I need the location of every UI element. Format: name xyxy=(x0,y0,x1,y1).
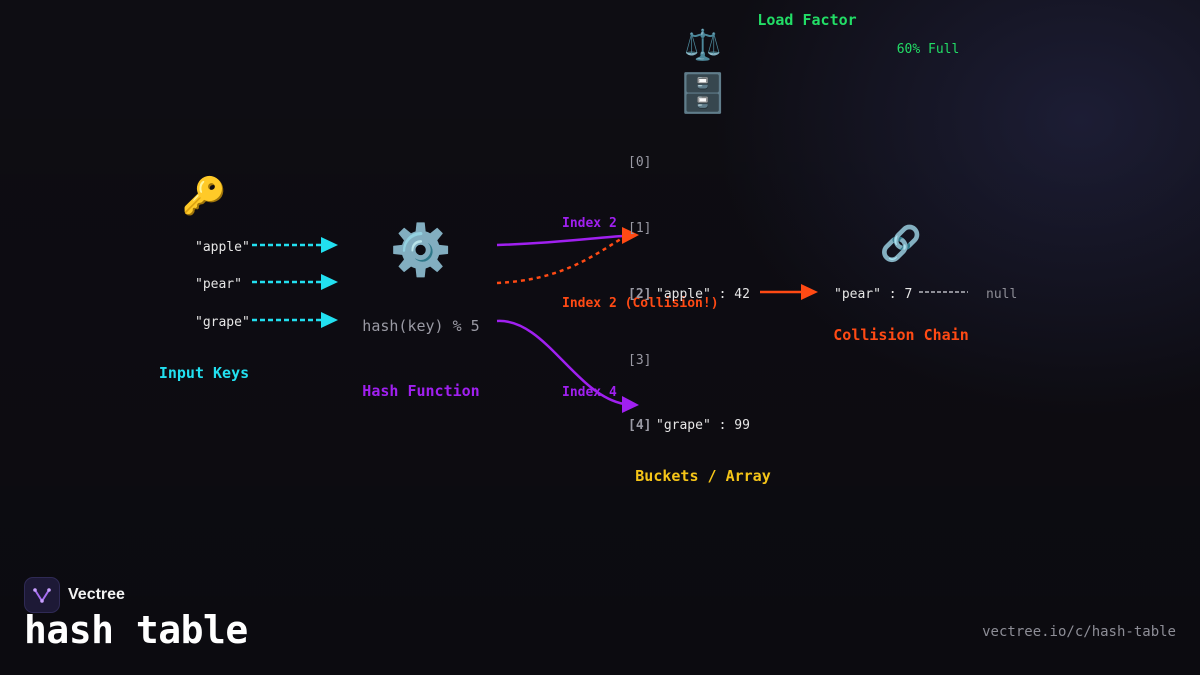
input-key-grape: "grape" xyxy=(195,315,250,330)
gear-icon: ⚙️ xyxy=(390,221,452,279)
bucket-entry: "grape" : 99 xyxy=(656,418,750,433)
bucket-index: [4] xyxy=(628,418,651,433)
route-pear-curve xyxy=(496,235,625,285)
chain-arrowhead xyxy=(801,284,818,300)
arrowhead-apple xyxy=(321,237,338,253)
route-index4-arrowhead xyxy=(622,396,639,413)
input-arrows xyxy=(252,237,338,328)
bucket-slot-2: [2] "apple" : 42 xyxy=(628,287,750,302)
input-key-pear: "pear" xyxy=(195,277,242,292)
bucket-slot-4: [4] "grape" : 99 xyxy=(628,418,750,433)
arrowhead-grape xyxy=(321,312,338,328)
bucket-slot-1: [1] xyxy=(628,221,651,236)
brand: Vectree xyxy=(24,577,125,613)
brand-name: Vectree xyxy=(68,586,125,603)
load-factor-title: Load Factor xyxy=(757,11,856,29)
input-key-apple: "apple" xyxy=(195,240,250,255)
bucket-index: [0] xyxy=(628,155,651,170)
source-url: vectree.io/c/hash-table xyxy=(982,624,1176,640)
bucket-index: [1] xyxy=(628,221,651,236)
bucket-slot-3: [3] xyxy=(628,353,651,368)
routing-curves xyxy=(496,227,639,413)
file-cabinet-icon: 🗄️ xyxy=(679,71,726,115)
input-keys-title: Input Keys xyxy=(159,364,249,382)
bucket-index: [2] xyxy=(628,287,651,302)
hash-formula: hash(key) % 5 xyxy=(362,317,479,335)
key-icon: 🔑 xyxy=(182,174,227,217)
load-factor-value: 60% Full xyxy=(897,42,960,57)
balance-scale-icon: ⚖️ xyxy=(684,27,721,63)
route-label-grape: Index 4 xyxy=(562,385,617,400)
link-icon: 🔗 xyxy=(880,223,922,264)
arrowhead-pear xyxy=(321,274,338,290)
collision-null-terminal: null xyxy=(986,287,1017,302)
buckets-title: Buckets / Array xyxy=(635,467,770,485)
route-label-apple: Index 2 xyxy=(562,216,617,231)
route-apple-curve xyxy=(496,234,625,247)
bucket-index: [3] xyxy=(628,353,651,368)
route-label-pear-collision: Index 2 (Collision!) xyxy=(562,296,719,311)
route-grape-curve xyxy=(496,319,625,406)
route-index2-arrowhead xyxy=(622,227,639,244)
collision-chain-title: Collision Chain xyxy=(833,326,968,344)
vectree-logo-icon xyxy=(24,577,60,613)
hash-function-title: Hash Function xyxy=(362,382,479,400)
page-title: hash table xyxy=(24,608,248,652)
collision-node: "pear" : 7 xyxy=(834,287,912,302)
bucket-slot-0: [0] xyxy=(628,155,651,170)
bucket-entry: "apple" : 42 xyxy=(656,287,750,302)
